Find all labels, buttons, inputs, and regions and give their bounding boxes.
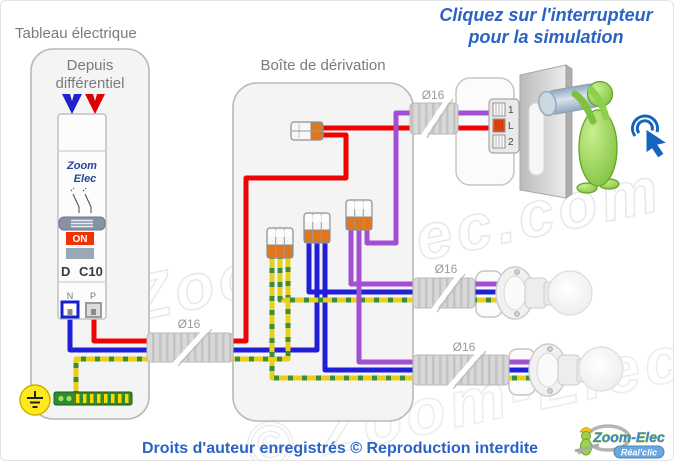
junction-box-title: Boîte de dérivation bbox=[260, 57, 385, 74]
character-figure bbox=[571, 80, 620, 194]
breaker-state-label: ON bbox=[73, 234, 88, 245]
logo-tagline-text: Réal'clic bbox=[621, 448, 657, 458]
click-cursor-icon bbox=[631, 114, 669, 159]
panel-title: Tableau électrique bbox=[15, 25, 137, 42]
switch-terminal-1-label: 1 bbox=[508, 105, 514, 116]
breaker-pole-label: D bbox=[61, 264, 70, 279]
character-body bbox=[578, 109, 618, 187]
character-arm bbox=[587, 86, 610, 121]
lamp-1 bbox=[495, 266, 593, 320]
breaker-brand-line1: Zoom bbox=[66, 160, 97, 172]
lamp-2 bbox=[528, 343, 624, 397]
conduit-box-to-switch bbox=[409, 96, 459, 141]
logo-tagline-badge bbox=[613, 445, 665, 459]
breaker-brand-line2: Elec bbox=[74, 173, 97, 185]
logo-hardhat-icon bbox=[579, 427, 593, 433]
phase-wire-breaker-to-connector bbox=[91, 132, 349, 344]
breaker-lower-toggle bbox=[66, 248, 94, 259]
switch-terminal-block: 1 L 2 bbox=[488, 98, 520, 154]
circuit-breaker: Zoom Elec ON D C10 N P bbox=[57, 113, 107, 320]
switch-rocker-slot bbox=[528, 102, 545, 176]
breaker-toggle-grip bbox=[71, 219, 93, 228]
wago-connector-earth bbox=[266, 227, 294, 259]
earth-symbol-icon bbox=[19, 384, 51, 416]
lamp1-bulb bbox=[547, 270, 593, 316]
conduit1-diameter-label: Ø16 bbox=[178, 317, 201, 331]
instruction-line1: Cliquez sur l'interrupteur bbox=[439, 5, 653, 25]
conduit-box-to-lamp2 bbox=[412, 348, 510, 392]
switch-terminal-l-label: L bbox=[508, 121, 514, 132]
wago-connector-neutral bbox=[303, 212, 331, 244]
wago-connector-switched bbox=[345, 199, 373, 231]
breaker-rating-label: C10 bbox=[79, 264, 103, 279]
breaker-contact-symbol bbox=[70, 187, 92, 213]
conduit-panel-to-box bbox=[146, 326, 234, 369]
source-label-line1: Depuis bbox=[67, 57, 114, 74]
source-label-line2: différentiel bbox=[56, 75, 125, 92]
wall-switch[interactable] bbox=[519, 64, 604, 199]
incoming-phase-arrow-icon bbox=[85, 94, 105, 114]
conduit2-diameter-label: Ø16 bbox=[422, 88, 445, 102]
switch-terminal-2-label: 2 bbox=[508, 137, 514, 148]
incoming-neutral-arrow-icon bbox=[62, 94, 82, 114]
conduit4-diameter-label: Ø16 bbox=[453, 340, 476, 354]
conduit3-diameter-label: Ø16 bbox=[435, 262, 458, 276]
breaker-terminal-p-label: P bbox=[90, 291, 96, 301]
breaker-on-indicator bbox=[66, 232, 94, 245]
instruction-line2: pour la simulation bbox=[467, 27, 623, 47]
site-logo: Zoom-Elec Réal'clic bbox=[574, 424, 665, 459]
lamp2-bulb bbox=[578, 346, 624, 392]
character-arm bbox=[571, 90, 597, 125]
conduit-box-to-lamp1 bbox=[412, 271, 476, 315]
breaker-terminal-n-label: N bbox=[67, 291, 74, 301]
copyright-text: Droits d'auteur enregistrés © Reproducti… bbox=[142, 440, 538, 457]
wago-connector-phase bbox=[290, 121, 324, 141]
logo-brand-text: Zoom-Elec bbox=[592, 429, 665, 445]
earth-busbar bbox=[53, 391, 133, 406]
